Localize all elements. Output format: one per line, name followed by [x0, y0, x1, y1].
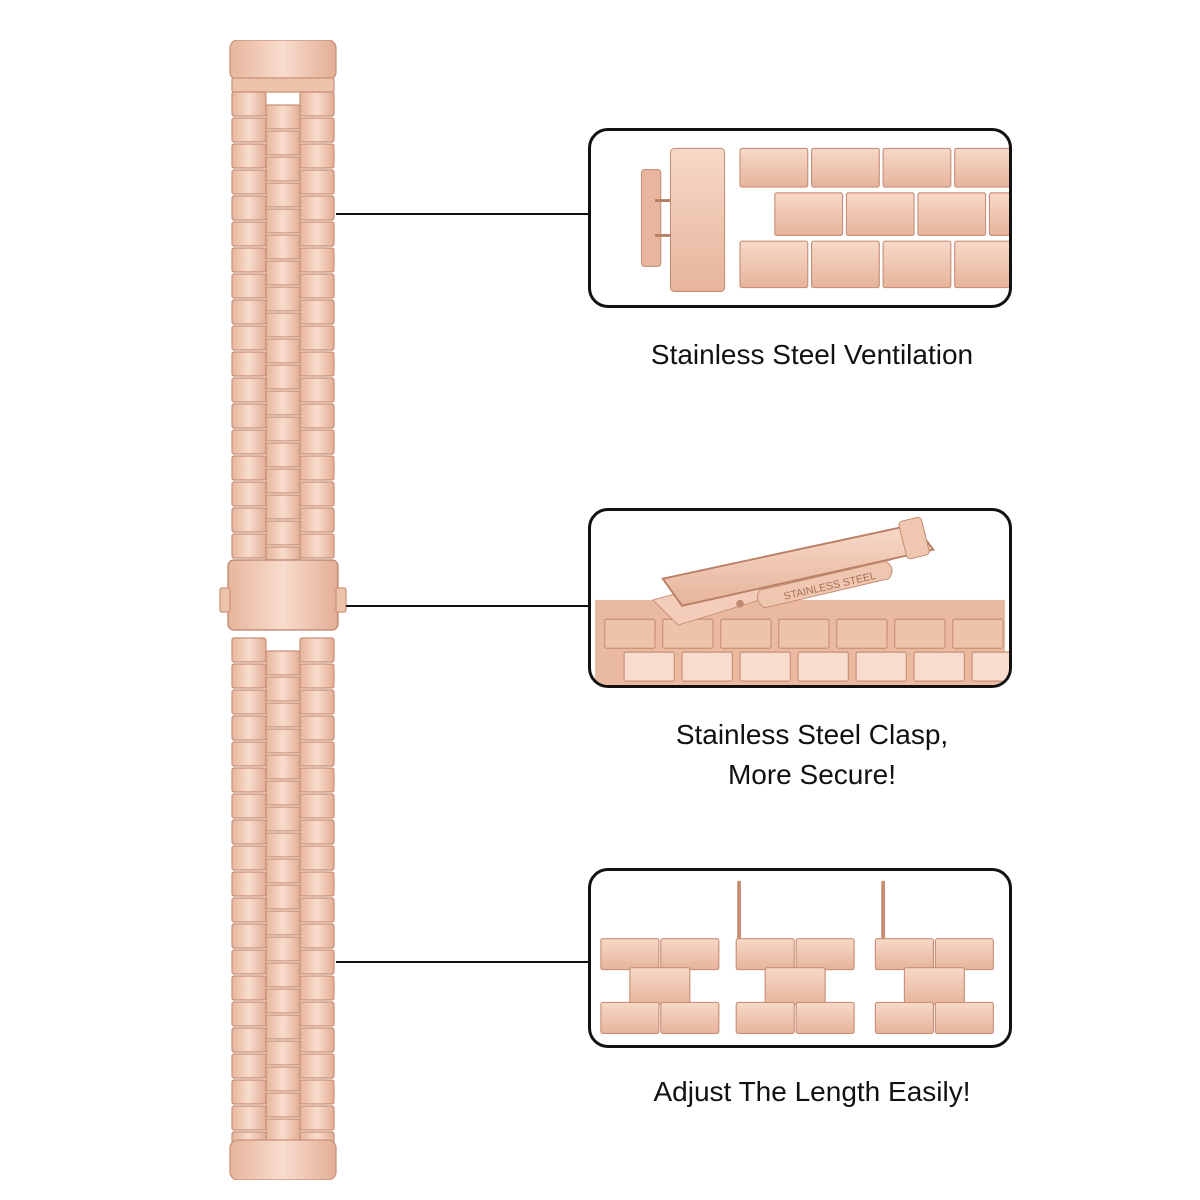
caption-ventilation: Stainless Steel Ventilation — [600, 335, 1024, 375]
caption-clasp-line-1: Stainless Steel Clasp, — [675, 719, 949, 750]
detail-ventilation-image — [588, 128, 1012, 308]
connector-line-2 — [346, 605, 588, 607]
adjust-links-drawing — [600, 880, 994, 1034]
detail-adjust-image — [588, 868, 1012, 1048]
caption-clasp: Stainless Steel Clasp, More Secure! — [600, 715, 1024, 795]
detail-clasp-image: STAINLESS STEEL — [588, 508, 1012, 688]
band-links — [219, 40, 347, 1180]
adjust-pin-2 — [881, 880, 886, 949]
caption-clasp-line-2: More Secure! — [727, 759, 897, 790]
caption-ventilation-line-1: Stainless Steel Ventilation — [650, 339, 974, 370]
watch-band-image — [219, 40, 347, 1180]
clasp-drawing: STAINLESS STEEL — [595, 516, 1009, 685]
connector-line-1 — [336, 213, 588, 215]
caption-adjust: Adjust The Length Easily! — [600, 1072, 1024, 1112]
ventilation-links-drawing — [640, 147, 1009, 292]
connector-line-3 — [336, 961, 588, 963]
caption-adjust-line-1: Adjust The Length Easily! — [653, 1076, 971, 1107]
adjust-pin-1 — [737, 880, 742, 949]
